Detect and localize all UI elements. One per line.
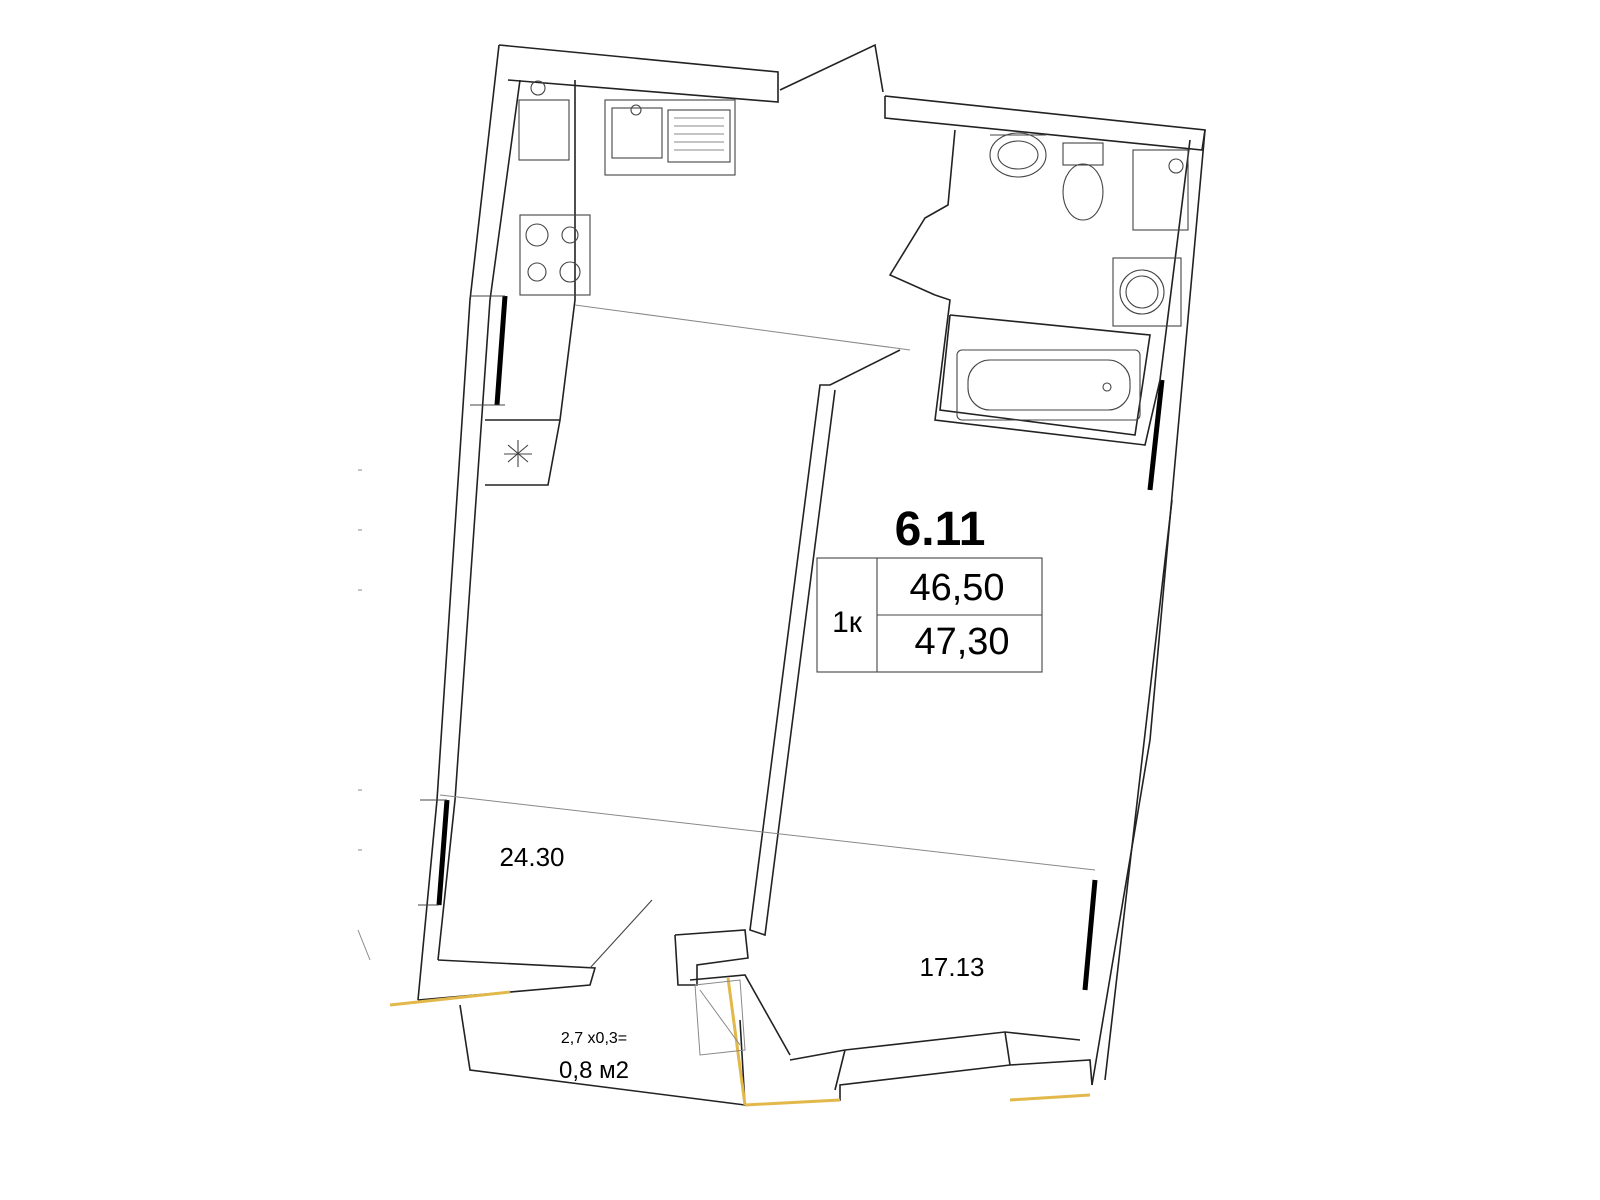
area-total: 46,50 [909, 567, 1004, 609]
kitchen-fixtures [504, 80, 736, 467]
interior-walls [485, 80, 1161, 1056]
drain-icon [530, 80, 546, 96]
sink-icon [611, 107, 663, 159]
bathroom-fixtures [956, 132, 1189, 421]
kitchen-living-area: 24.30 [499, 842, 564, 872]
boiler-icon [1132, 149, 1189, 231]
stove-icon [519, 214, 591, 296]
washbasin-icon [989, 132, 1047, 178]
edge-ticks [357, 469, 371, 961]
apartment-number: 6.11 [895, 503, 986, 556]
window-markers [418, 295, 1165, 991]
area-info-box [816, 557, 1043, 673]
bedroom-area: 17.13 [919, 952, 984, 982]
area-with-balcony: 47,30 [914, 621, 1009, 663]
guide-lines [439, 304, 1096, 871]
washing-machine-icon [1112, 257, 1182, 327]
bathtub-icon [956, 349, 1141, 421]
ventilation-icon [504, 440, 532, 467]
balcony-formula: 2,7 х0,3= [561, 1030, 627, 1047]
balcony-area: 0,8 м2 [559, 1057, 629, 1084]
drainboard-icon [667, 109, 731, 163]
rooms-label: 1к [832, 606, 863, 639]
toilet-icon [1062, 142, 1104, 221]
balcony-edges [389, 977, 1091, 1107]
